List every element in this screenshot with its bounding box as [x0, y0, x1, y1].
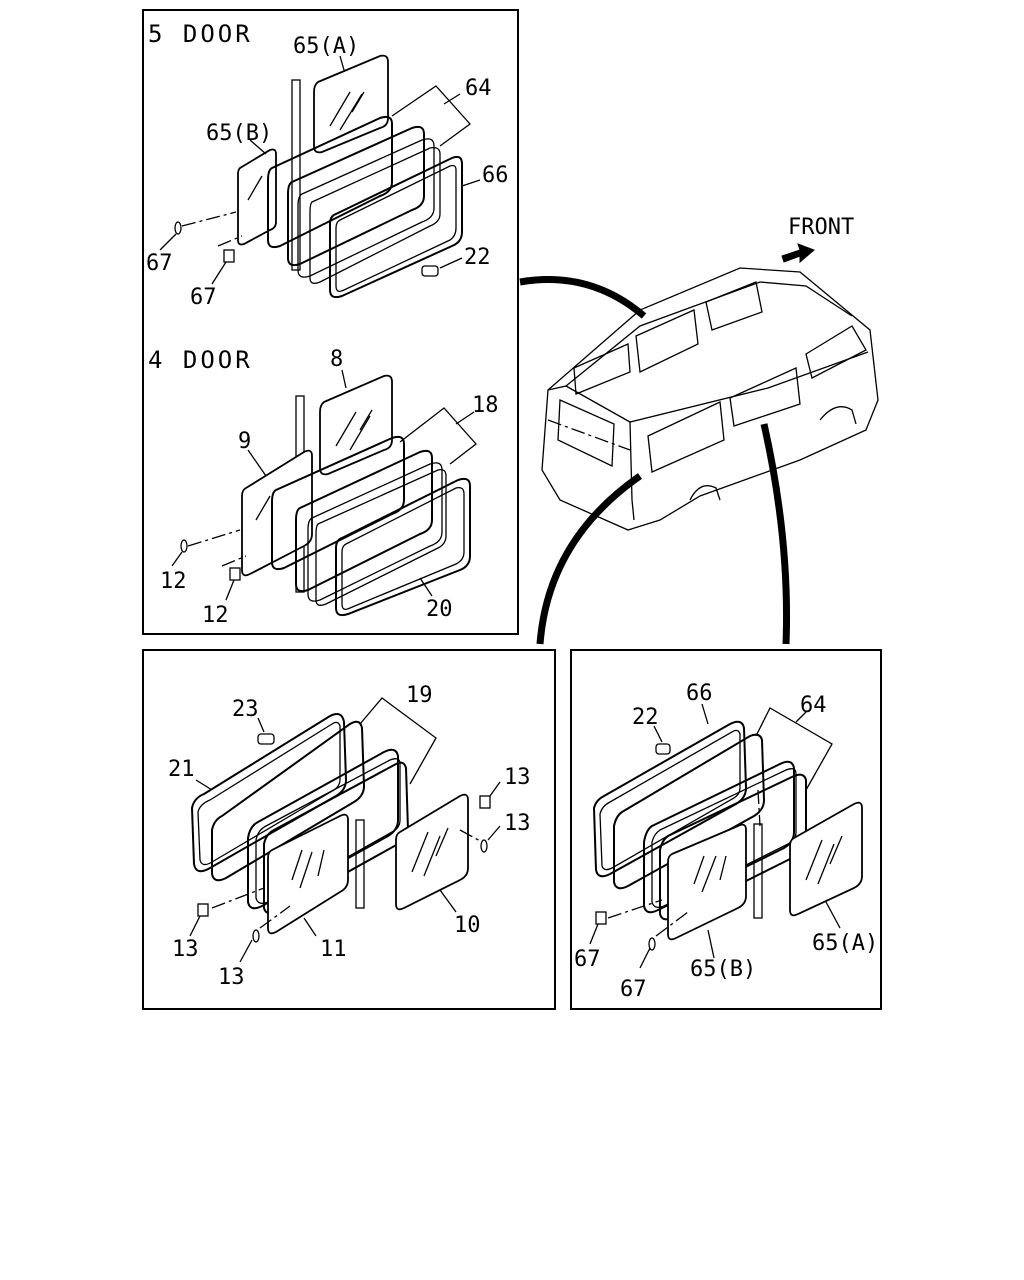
callout-curve-left: [536, 473, 642, 645]
glass-8: [319, 374, 393, 476]
clip-12: [180, 539, 188, 553]
frame-64-a: [643, 760, 795, 914]
clip-67-a: [595, 911, 607, 925]
panel-bottom-left: [142, 649, 556, 1010]
callout-curve-top: [519, 276, 647, 319]
label-9: 9: [238, 429, 251, 454]
lower-window-a: [647, 401, 725, 473]
label-65b: 65(B): [206, 121, 272, 146]
frame-19-a: [247, 748, 399, 910]
weatherstrip-20: [335, 477, 471, 617]
label-10: 10: [454, 913, 481, 938]
weatherstrip-66: [329, 155, 463, 299]
side-window-mid: [635, 309, 699, 373]
rear-window: [557, 399, 615, 468]
label-67-b: 67: [190, 285, 217, 310]
glass-65a: [789, 801, 863, 917]
label-67-a: 67: [146, 251, 173, 276]
glass-65a: [313, 54, 389, 154]
label-23: 23: [232, 697, 259, 722]
label-64: 64: [465, 76, 492, 101]
vertical-channel: [291, 79, 301, 271]
label-19: 19: [406, 683, 433, 708]
label-13-b: 13: [504, 811, 531, 836]
label-22: 22: [632, 705, 659, 730]
callout-curve-right: [760, 423, 791, 645]
glass-10: [395, 793, 469, 911]
frame-18-b: [295, 449, 433, 593]
label-22: 22: [464, 245, 491, 270]
label-11: 11: [320, 937, 347, 962]
bottom-right-parts: [592, 707, 863, 951]
cap-23: [257, 733, 275, 745]
clip-13-d: [252, 929, 260, 943]
clip-67-box: [223, 249, 235, 263]
clip-13-b: [479, 795, 491, 809]
four-door-parts: [180, 374, 477, 617]
glass-65b: [667, 823, 747, 941]
label-67-b: 67: [620, 977, 647, 1002]
label-12-b: 12: [202, 603, 229, 628]
clip-67-b: [648, 937, 656, 951]
label-66: 66: [482, 163, 509, 188]
label-66: 66: [686, 681, 713, 706]
label-65a: 65(A): [812, 931, 878, 956]
label-20: 20: [426, 597, 453, 622]
side-window-rear: [573, 343, 631, 395]
lower-window-b: [729, 367, 801, 427]
clip-67: [174, 221, 182, 235]
front-arrow-icon: [781, 243, 815, 264]
vertical-channel: [355, 819, 365, 909]
front-label: FRONT: [788, 215, 854, 240]
cap-22: [655, 743, 671, 755]
label-8: 8: [330, 347, 343, 372]
five-door-parts: [174, 54, 471, 299]
clip-13-c: [480, 839, 488, 853]
frame-64-a: [267, 115, 393, 249]
label-64: 64: [800, 693, 827, 718]
four-door-title: 4 DOOR: [148, 346, 253, 374]
clip-13-a: [197, 903, 209, 917]
label-67-a: 67: [574, 947, 601, 972]
van-body: [541, 267, 879, 531]
clip-12-box: [229, 567, 241, 581]
frame-64-b: [287, 125, 425, 267]
bottom-left-parts: [190, 697, 491, 943]
label-13-a: 13: [504, 765, 531, 790]
side-window-front: [705, 281, 763, 331]
label-65b: 65(B): [690, 957, 756, 982]
glass-65b: [237, 148, 277, 246]
label-21: 21: [168, 757, 195, 782]
five-door-title: 5 DOOR: [148, 20, 253, 48]
vertical-channel: [753, 823, 763, 919]
label-13-c: 13: [172, 937, 199, 962]
glass-11: [267, 813, 349, 935]
label-18: 18: [472, 393, 499, 418]
label-13-d: 13: [218, 965, 245, 990]
label-12-a: 12: [160, 569, 187, 594]
cap-22: [421, 265, 439, 277]
cab-window: [805, 325, 867, 379]
label-65a: 65(A): [293, 34, 359, 59]
